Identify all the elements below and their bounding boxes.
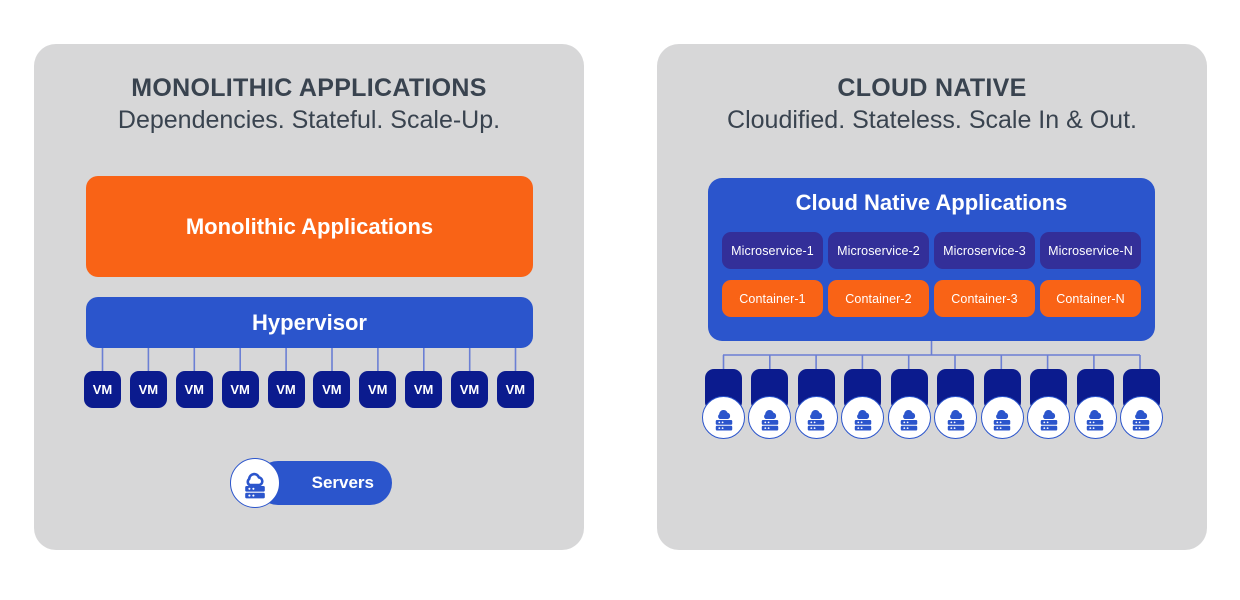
monolithic-applications-label: Monolithic Applications <box>185 213 434 239</box>
microservice-label: Microservice-1 <box>731 243 814 258</box>
cloud-node[interactable] <box>980 369 1024 439</box>
microservice-row: Microservice-1 Microservice-2 Microservi… <box>722 232 1141 269</box>
cloud-node-badge <box>702 396 745 439</box>
microservice-label: Microservice-N <box>1048 243 1133 258</box>
vm-box[interactable]: VM <box>359 371 397 408</box>
vm-label: VM <box>184 382 205 397</box>
vm-box[interactable]: VM <box>175 371 213 408</box>
cloud-node-badge <box>980 396 1024 439</box>
cloud-server-icon <box>1086 409 1104 431</box>
container-label: Container-1 <box>739 291 806 306</box>
microservice-chip[interactable]: Microservice-2 <box>828 232 929 269</box>
container-chip[interactable]: Container-1 <box>722 280 823 317</box>
container-chip[interactable]: Container-2 <box>828 280 929 317</box>
cloud-native-node-connectors <box>722 341 1141 369</box>
vm-label: VM <box>322 382 342 397</box>
container-label: Container-N <box>1056 291 1125 306</box>
cloud-server-icon <box>1040 409 1057 431</box>
hypervisor-vm-connectors <box>101 348 517 371</box>
cloud-node[interactable] <box>748 369 792 439</box>
cloud-node[interactable] <box>887 369 931 439</box>
cloud-node[interactable] <box>934 369 978 439</box>
vm-box[interactable]: VM <box>313 371 351 408</box>
container-chip[interactable]: Container-N <box>1040 280 1141 317</box>
cloud-native-node-row <box>702 369 1163 439</box>
servers-label: Servers <box>311 473 374 492</box>
cloud-server-icon <box>854 409 872 431</box>
cloud-server-icon <box>993 409 1011 431</box>
cloud-node-badge <box>794 396 838 439</box>
cloud-node[interactable] <box>1027 369 1071 439</box>
cloud-native-applications-block: Cloud Native Applications Microservice-1… <box>708 178 1155 341</box>
cloud-native-applications-label: Cloud Native Applications <box>795 190 1068 215</box>
vm-box[interactable]: VM <box>496 371 534 408</box>
servers-badge[interactable]: Servers <box>230 458 392 508</box>
microservice-chip[interactable]: Microservice-3 <box>934 232 1035 269</box>
page-subtitle-cloud-native: Cloudified. Stateless. Scale In & Out. <box>727 106 1137 134</box>
vm-box[interactable]: VM <box>84 371 121 408</box>
vm-label: VM <box>413 382 434 397</box>
servers-icon-circle <box>230 458 280 508</box>
cloud-node-badge <box>748 396 792 439</box>
vm-label: VM <box>138 382 159 397</box>
monolithic-panel: MONOLITHIC APPLICATIONS Dependencies. St… <box>34 44 584 550</box>
container-label: Container-3 <box>951 291 1018 306</box>
cloud-server-icon <box>808 409 825 431</box>
vm-box[interactable]: VM <box>405 371 443 408</box>
cloud-node[interactable] <box>794 369 838 439</box>
cloud-node[interactable] <box>841 369 885 439</box>
hypervisor-label: Hypervisor <box>252 309 367 335</box>
vm-label: VM <box>92 382 113 397</box>
vm-label: VM <box>276 382 296 397</box>
microservice-label: Microservice-3 <box>943 243 1026 258</box>
container-chip[interactable]: Container-3 <box>934 280 1035 317</box>
cloud-server-icon <box>761 409 779 431</box>
cloud-node-badge <box>1027 396 1071 439</box>
vm-label: VM <box>230 382 250 397</box>
cloud-server-icon <box>901 409 918 431</box>
cloud-server-icon <box>245 472 265 499</box>
vm-box[interactable]: VM <box>221 371 259 408</box>
container-row: Container-1 Container-2 Container-3 Cont… <box>722 280 1141 317</box>
container-label: Container-2 <box>845 291 912 306</box>
monolithic-applications-block: Monolithic Applications <box>86 176 533 277</box>
vm-row: VM VM VM VM VM VM VM VM VM VM <box>84 371 534 408</box>
vm-label: VM <box>368 382 388 397</box>
cloud-server-icon <box>1133 409 1150 431</box>
cloud-node[interactable] <box>1119 369 1163 439</box>
cloud-native-panel: CLOUD NATIVE Cloudified. Stateless. Scal… <box>657 44 1207 550</box>
microservice-chip[interactable]: Microservice-1 <box>722 232 823 269</box>
cloud-node-badge <box>1073 396 1117 439</box>
cloud-node[interactable] <box>1073 369 1117 439</box>
vm-box[interactable]: VM <box>451 371 488 408</box>
cloud-node-badge <box>887 396 931 439</box>
vm-box[interactable]: VM <box>267 371 305 408</box>
microservice-label: Microservice-2 <box>837 243 920 258</box>
cloud-node-badge <box>841 396 885 439</box>
cloud-node[interactable] <box>702 369 745 439</box>
hypervisor-block: Hypervisor <box>86 297 533 348</box>
vm-label: VM <box>459 382 480 397</box>
page-title-cloud-native: CLOUD NATIVE <box>837 74 1027 102</box>
cloud-node-badge <box>1119 396 1163 439</box>
page-title-monolithic: MONOLITHIC APPLICATIONS <box>131 74 487 102</box>
page-subtitle-monolithic: Dependencies. Stateful. Scale-Up. <box>117 106 501 134</box>
cloud-server-icon <box>947 409 964 431</box>
vm-label: VM <box>505 382 526 397</box>
cloud-server-icon <box>715 409 732 431</box>
cloud-node-badge <box>934 396 978 439</box>
microservice-chip[interactable]: Microservice-N <box>1040 232 1141 269</box>
vm-box[interactable]: VM <box>129 371 167 408</box>
